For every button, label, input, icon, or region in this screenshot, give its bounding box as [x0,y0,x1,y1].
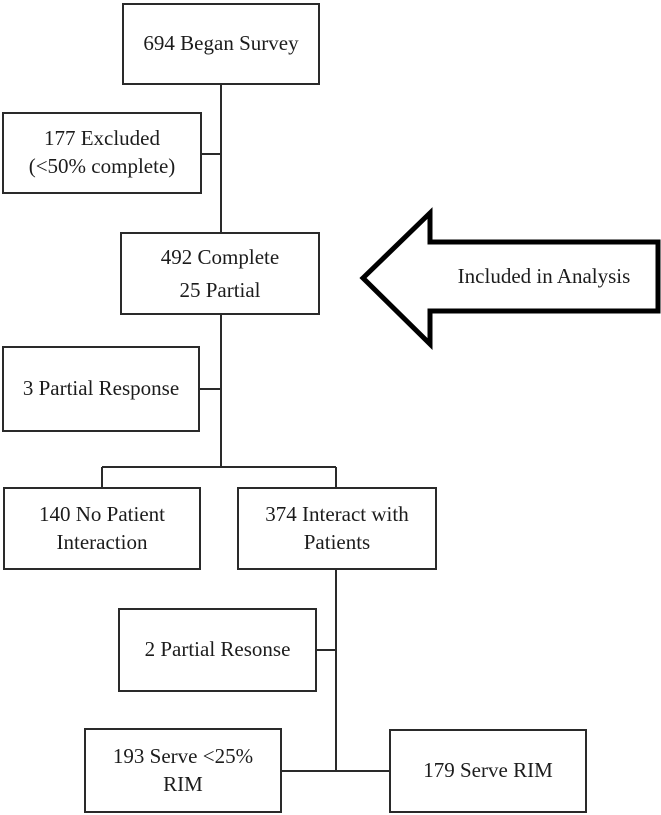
box-complete-partial: 492 Complete 25 Partial [120,232,320,315]
box-serve-rim-label: 179 Serve RIM [423,758,553,783]
box-serve-rim: 179 Serve RIM [389,729,587,813]
box-interact-with-patients-label: 374 Interact with Patients [265,501,409,554]
box-partial-resonse-2: 2 Partial Resonse [118,608,317,692]
box-serve-under-25-rim-label: 193 Serve <25% RIM [112,743,254,796]
included-arrow [359,207,661,350]
box-began-survey: 694 Began Survey [122,3,320,85]
box-excluded-label: 177 Excluded (<50% complete) [28,126,176,178]
box-no-patient-interaction: 140 No Patient Interaction [3,487,201,570]
box-interact-with-patients: 374 Interact with Patients [237,487,437,570]
box-partial-response-3: 3 Partial Response [2,346,200,432]
box-partial-resonse-2-label: 2 Partial Resonse [144,637,291,662]
box-excluded: 177 Excluded (<50% complete) [2,112,202,194]
box-complete-partial-label: 492 Complete 25 Partial [160,244,280,302]
included-arrow-label: Included in Analysis [457,264,631,288]
box-partial-response-3-label: 3 Partial Response [22,376,180,401]
box-began-survey-label: 694 Began Survey [143,31,299,56]
box-no-patient-interaction-label: 140 No Patient Interaction [39,501,165,554]
box-serve-under-25-rim: 193 Serve <25% RIM [84,728,282,813]
